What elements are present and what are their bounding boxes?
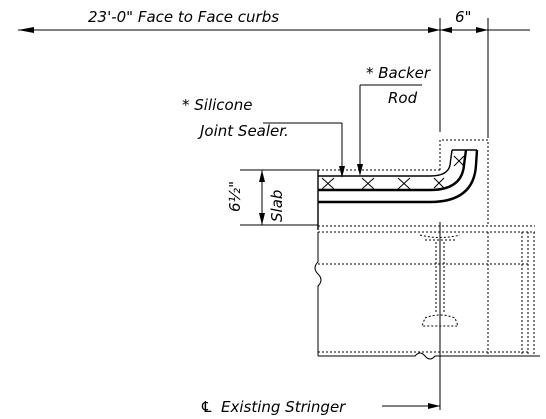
sealer-hatching	[321, 155, 465, 190]
face-to-face-dimension: 23'-0" Face to Face curbs	[18, 8, 440, 33]
silicone-line2: Joint Sealer.	[197, 122, 289, 140]
slab-label: Slab	[268, 190, 286, 222]
face-to-face-label: 23'-0" Face to Face curbs	[88, 8, 279, 26]
existing-stringer-callout: ℄ Existing Stringer	[200, 398, 440, 416]
backer-rod-callout: * Backer Rod	[357, 64, 431, 176]
silicone-line1: * Silicone	[182, 96, 252, 114]
slab-dimension: 6½" Slab	[226, 169, 318, 226]
centerline-symbol: ℄	[200, 398, 213, 416]
stringer-beam	[419, 222, 461, 410]
slab-section	[317, 139, 535, 233]
backer-rod-line2: Rod	[388, 89, 418, 107]
backer-rod-line1: * Backer	[366, 64, 431, 82]
slab-dim-label: 6½"	[226, 181, 244, 212]
diaphragm	[318, 232, 535, 356]
existing-stringer-label: Existing Stringer	[221, 398, 346, 416]
six-inch-label: 6"	[455, 8, 471, 26]
silicone-callout: * Silicone Joint Sealer.	[182, 96, 345, 178]
six-inch-dimension: 6"	[439, 8, 530, 138]
break-lines	[314, 232, 540, 360]
